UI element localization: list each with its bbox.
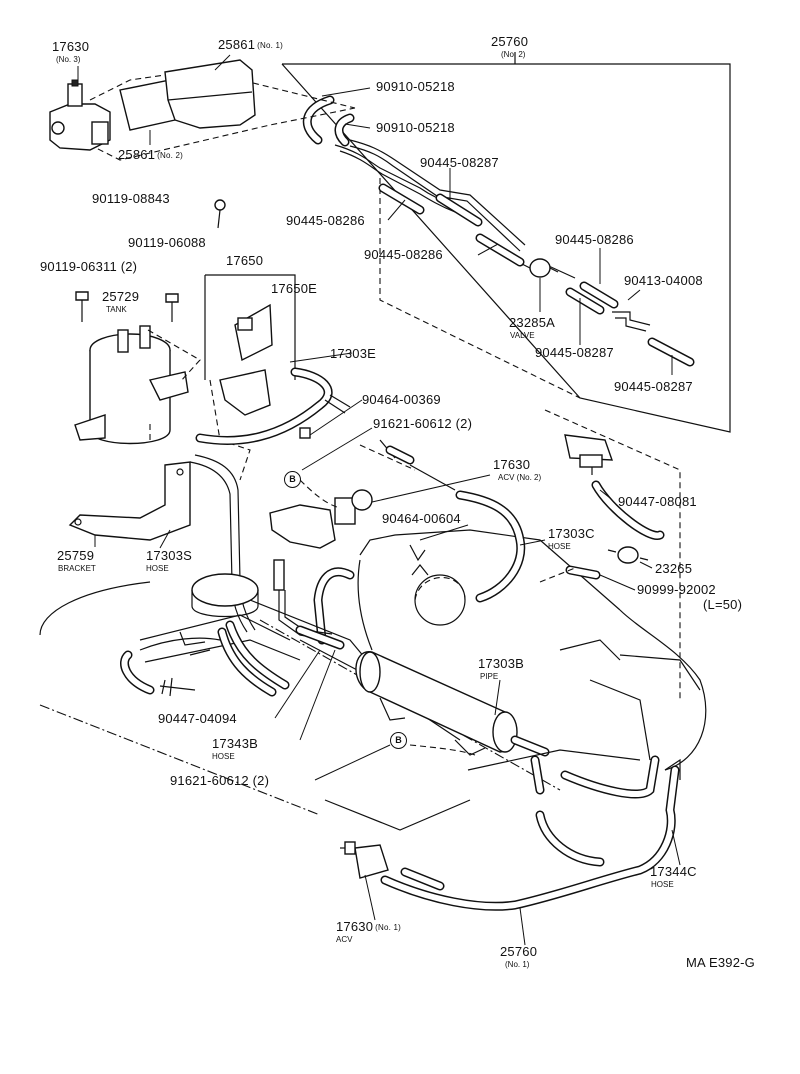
label-90413-04008: 90413-04008 xyxy=(624,273,703,288)
label-90445-08287-c: 90445-08287 xyxy=(614,379,693,394)
label-17344c: 17344C xyxy=(650,864,697,879)
label-25760-no2: 25760 xyxy=(491,34,529,49)
label-90119-06311: 90119-06311 (2) xyxy=(40,259,138,274)
label-90445-08286-a: 90445-08286 xyxy=(286,213,365,228)
bracket-25759 xyxy=(68,461,191,541)
label-25760-no1-sub: (No. 1) xyxy=(505,960,530,969)
engine-body xyxy=(357,529,707,780)
label-25759-sub: BRACKET xyxy=(58,564,96,573)
label-17343b: 17343B xyxy=(212,736,259,751)
label-17303c: 17303C xyxy=(548,526,595,541)
hose-25760-no1 xyxy=(324,744,680,911)
label-90445-08286-c: 90445-08286 xyxy=(364,247,443,262)
ref-marker-b-lower: B xyxy=(390,732,407,749)
label-25729-sub: TANK xyxy=(106,305,127,314)
label-17630-no3: 17630 xyxy=(52,39,90,54)
pipe-17303b xyxy=(355,651,550,795)
label-90119-06088: 90119-06088 xyxy=(128,235,206,250)
label-23285a-sub: VALVE xyxy=(510,331,535,340)
label-17303b-sub: PIPE xyxy=(480,672,499,681)
label-90447-08081: 90447-08081 xyxy=(618,494,697,509)
label-23285a: 23285A xyxy=(509,315,556,330)
diagram-code: MA E392-G xyxy=(686,955,755,970)
label-17650e: 17650E xyxy=(271,281,318,296)
label-90445-08287-b: 90445-08287 xyxy=(535,345,614,360)
label-91621-60612-b: 91621-60612 (2) xyxy=(170,773,270,788)
label-17303e: 17303E xyxy=(330,346,377,361)
label-90999-92002: 90999-92002 xyxy=(637,582,716,597)
label-90910-05218-b: 90910-05218 xyxy=(376,120,455,135)
kit-leaders xyxy=(321,87,673,375)
label-90445-08286-b: 90445-08286 xyxy=(555,232,634,247)
label-90464-00369: 90464-00369 xyxy=(362,392,441,407)
ref-marker-b-upper: B xyxy=(284,471,301,488)
label-90447-04094: 90447-04094 xyxy=(158,711,237,726)
label-25861-no2: 25861(No. 2) xyxy=(118,147,184,162)
label-90910-05218-a: 90910-05218 xyxy=(376,79,455,94)
label-25759: 25759 xyxy=(57,548,95,563)
label-17303s-sub: HOSE xyxy=(146,564,169,573)
vsv-23265-area xyxy=(539,434,665,583)
label-17344c-sub: HOSE xyxy=(651,880,674,889)
label-17303c-sub: HOSE xyxy=(548,542,571,551)
label-17630-no1-sub2: ACV xyxy=(336,935,353,944)
hose-17303s xyxy=(189,454,259,633)
acv-no2 xyxy=(269,394,681,700)
label-17630-no2: 17630 xyxy=(493,457,531,472)
label-25760-no2-sub: (No. 2) xyxy=(501,50,526,59)
label-17343b-sub: HOSE xyxy=(212,752,235,761)
label-25861-no1: 25861(No. 1) xyxy=(218,37,284,52)
label-90464-00604: 90464-00604 xyxy=(382,511,461,526)
hose-kit-frame xyxy=(281,52,731,433)
label-17303b: 17303B xyxy=(478,656,525,671)
label-90445-08287-a: 90445-08287 xyxy=(420,155,499,170)
label-17303s: 17303S xyxy=(146,548,193,563)
label-17630-no1: 17630(No. 1) xyxy=(336,919,402,934)
vsv-no3-assembly xyxy=(49,54,356,229)
label-25729: 25729 xyxy=(102,289,140,304)
label-17630-no2-sub: ACV (No. 2) xyxy=(498,473,542,482)
label-17650: 17650 xyxy=(226,253,264,268)
label-25760-no1: 25760 xyxy=(500,944,538,959)
label-17630-no3-sub: (No. 3) xyxy=(56,55,81,64)
lower-leaders xyxy=(94,352,681,946)
vsv-17650 xyxy=(195,274,333,481)
canister-tank xyxy=(74,291,201,445)
label-23265: 23265 xyxy=(655,561,693,576)
label-90999-92002-sub: (L=50) xyxy=(703,597,743,612)
engine-outline xyxy=(39,581,321,816)
kit-hoses xyxy=(302,95,695,367)
label-91621-60612-a: 91621-60612 (2) xyxy=(373,416,473,431)
label-90119-08843: 90119-08843 xyxy=(92,191,170,206)
hose-17343b xyxy=(249,559,561,791)
